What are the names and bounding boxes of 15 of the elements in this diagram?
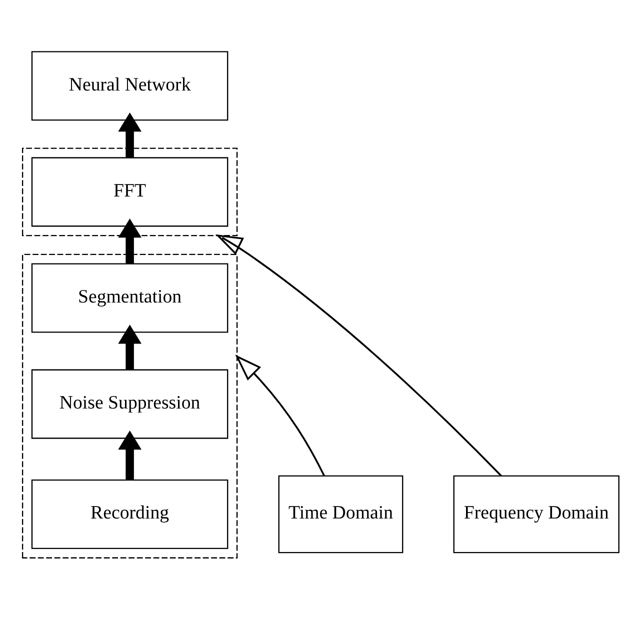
cluster xyxy=(22,148,238,236)
node-box: Neural Network xyxy=(31,51,228,121)
arrow xyxy=(118,112,142,158)
node-box: Time Domain xyxy=(278,475,404,554)
cluster xyxy=(22,254,238,558)
node-box: Recording xyxy=(31,480,228,550)
node-box: Noise Suppression xyxy=(31,369,228,439)
node-box: Segmentation xyxy=(31,263,228,333)
node-box: Frequency Domain xyxy=(453,475,620,554)
arrow xyxy=(118,430,142,480)
arrow xyxy=(118,324,142,370)
arrow xyxy=(235,354,325,476)
node-box: FFT xyxy=(31,157,228,227)
arrow xyxy=(216,234,502,477)
arrow xyxy=(118,218,142,264)
